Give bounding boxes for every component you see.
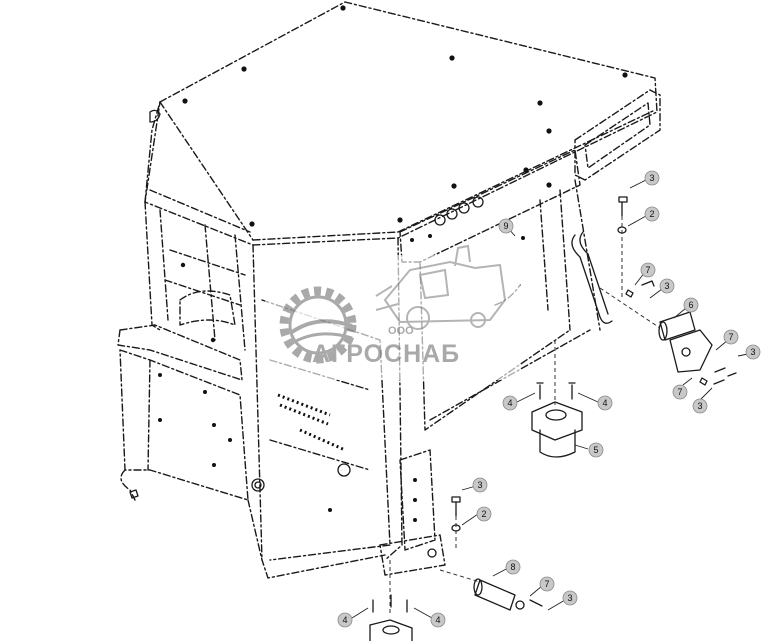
cab-roof (144, 1, 658, 246)
callout-leaders (351, 179, 749, 619)
callout-3: 3 (692, 398, 708, 414)
lower-chassis (119, 349, 386, 579)
svg-text:3: 3 (664, 281, 669, 291)
callout-4: 4 (597, 395, 613, 411)
svg-text:3: 3 (567, 593, 572, 603)
svg-text:4: 4 (507, 398, 512, 408)
svg-text:2: 2 (649, 209, 654, 219)
svg-text:7: 7 (544, 579, 549, 589)
callout-7: 7 (640, 262, 656, 278)
callouts: 3 2 9 7 3 6 7 3 7 3 4 4 5 3 2 8 7 3 4 4 (337, 170, 761, 628)
rear-panel (399, 149, 581, 263)
svg-text:3: 3 (697, 401, 702, 411)
callout-3: 3 (659, 278, 675, 294)
svg-text:7: 7 (645, 265, 650, 275)
callout-4: 4 (337, 612, 353, 628)
callout-3: 3 (562, 590, 578, 606)
watermark-company-name: АГРОСНАБ (312, 340, 460, 368)
callout-9: 9 (498, 218, 514, 234)
rubber-mount-5 (531, 340, 583, 458)
rubber-mount-lower (369, 560, 413, 641)
callout-6: 6 (683, 297, 699, 313)
callout-8: 8 (505, 559, 521, 575)
mount-pin-6 (599, 280, 737, 386)
callout-2: 2 (644, 206, 660, 222)
rear-window (574, 89, 661, 181)
callout-4: 4 (430, 612, 446, 628)
svg-text:4: 4 (602, 398, 607, 408)
svg-text:8: 8 (510, 562, 515, 572)
svg-text:4: 4 (342, 615, 347, 625)
callout-7: 7 (672, 384, 688, 400)
svg-text:3: 3 (477, 480, 482, 490)
svg-text:4: 4 (435, 615, 440, 625)
callout-3: 3 (644, 170, 660, 186)
svg-text:3: 3 (750, 347, 755, 357)
callout-5: 5 (588, 442, 604, 458)
callout-7: 7 (539, 576, 555, 592)
callout-3: 3 (472, 477, 488, 493)
watermark-logo: ООО АГРОСНАБ (265, 244, 520, 380)
callout-7: 7 (723, 329, 739, 345)
svg-text:6: 6 (688, 300, 693, 310)
svg-text:7: 7 (677, 387, 682, 397)
rear-support-post (379, 449, 446, 576)
callout-4: 4 (502, 395, 518, 411)
upper-right-hardware (617, 196, 628, 300)
svg-text:5: 5 (593, 445, 598, 455)
watermark-prefix: ООО (388, 325, 414, 337)
callout-3: 3 (745, 344, 761, 360)
lower-hardware (439, 496, 543, 611)
callout-2: 2 (476, 506, 492, 522)
gear-icon (279, 286, 357, 364)
svg-text:3: 3 (649, 173, 654, 183)
cab-frame-left (117, 201, 263, 561)
svg-text:2: 2 (481, 509, 486, 519)
combine-harvester-icon (375, 244, 507, 330)
svg-text:7: 7 (728, 332, 733, 342)
svg-text:9: 9 (503, 221, 508, 231)
